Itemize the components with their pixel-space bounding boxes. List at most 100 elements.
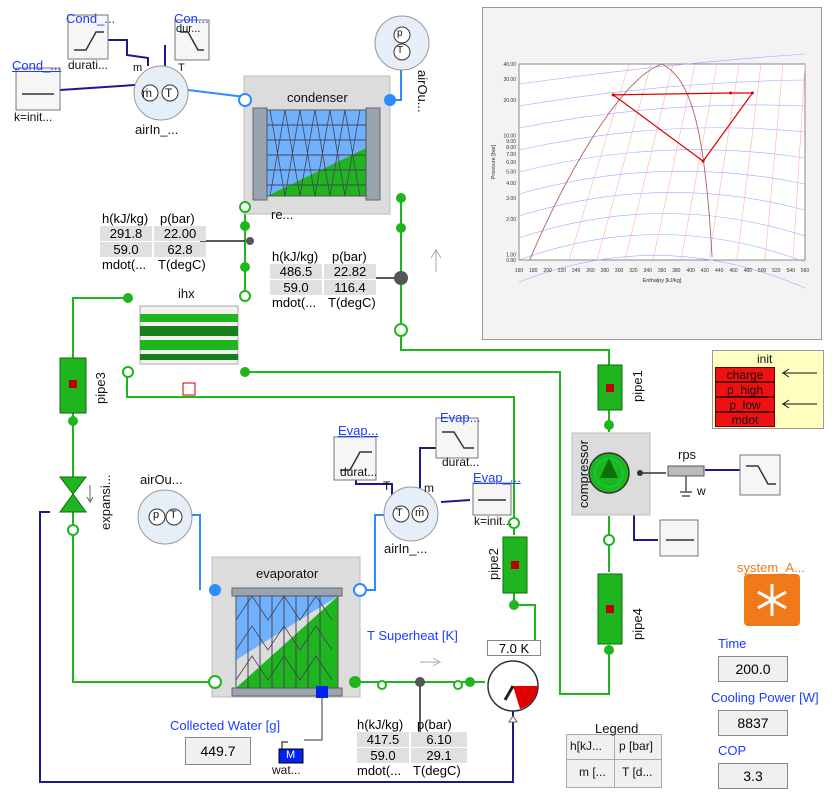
ports bbox=[67, 93, 615, 690]
readout-3-mdot-label: mdot(... bbox=[357, 763, 402, 778]
expansion-valve[interactable] bbox=[58, 476, 94, 513]
condenser-block[interactable] bbox=[243, 75, 391, 215]
chart-isoline bbox=[518, 234, 806, 263]
chart-x-tick-label: 480 bbox=[744, 268, 753, 274]
ihx-block[interactable] bbox=[139, 305, 239, 365]
chart-y-tick-label: 4.00 bbox=[506, 181, 516, 187]
cooling-power-value: 8837 bbox=[718, 710, 788, 736]
readout-1-t: 62.8 bbox=[154, 242, 206, 257]
chart-isotherm bbox=[624, 63, 674, 261]
superheat-value: 7.0 K bbox=[487, 640, 541, 656]
chart-x-tick-label: 220 bbox=[558, 268, 567, 274]
readout-3-h-label: h(kJ/kg) bbox=[357, 717, 404, 732]
chart-isoline bbox=[518, 170, 806, 195]
chart-x-tick-label: 160 bbox=[515, 268, 524, 274]
t-icon-2: T bbox=[397, 45, 404, 56]
cond3-source-sub: dur... bbox=[176, 23, 201, 35]
chart-x-tick-label: 460 bbox=[729, 268, 738, 274]
evap3-source-label: Evap_... bbox=[473, 470, 521, 485]
compressor-block[interactable] bbox=[571, 432, 705, 516]
superheat-label: T Superheat [K] bbox=[367, 628, 458, 643]
chart-cycle-point bbox=[701, 159, 705, 163]
chart-y-tick-label: 8.00 bbox=[506, 145, 516, 151]
readout-1-mdot: 59.0 bbox=[100, 242, 152, 257]
evaporator-block[interactable] bbox=[211, 556, 361, 698]
init-title: init bbox=[757, 352, 773, 366]
readout-3-p: 6.10 bbox=[411, 732, 467, 747]
water-icon-label: M bbox=[286, 749, 296, 761]
legend-m: m [... bbox=[579, 765, 606, 779]
collected-water-value: 449.7 bbox=[185, 737, 251, 765]
ramp-glyphs bbox=[22, 31, 776, 541]
chart-y-tick-label: 9.00 bbox=[506, 139, 516, 145]
t-icon-4: T bbox=[170, 509, 177, 521]
pipe2-label: pipe2 bbox=[486, 548, 501, 580]
t-icon: T bbox=[165, 86, 173, 100]
evap3-source-sub: k=init... bbox=[474, 514, 513, 528]
pipe4-label: pipe4 bbox=[630, 608, 645, 640]
chart-y-tick-label: 10.00 bbox=[503, 134, 516, 140]
flow-arrow-right bbox=[420, 657, 442, 667]
chart-x-tick-label: 540 bbox=[787, 268, 796, 274]
pipe1-label: pipe1 bbox=[630, 370, 645, 402]
init-row-p-high: p_high bbox=[715, 382, 775, 397]
init-row-mdot: mdot bbox=[715, 412, 775, 427]
compressor-label: compressor bbox=[576, 440, 591, 508]
readout-1-h: 291.8 bbox=[100, 226, 152, 241]
chart-isoline bbox=[518, 127, 806, 151]
pipe-blocks[interactable] bbox=[59, 357, 623, 645]
port-t-label-2: T bbox=[383, 479, 391, 493]
chart-x-tick-label: 420 bbox=[701, 268, 710, 274]
chart-x-tick-label: 400 bbox=[686, 268, 695, 274]
cond1-source-sub: k=init... bbox=[14, 110, 53, 124]
init-block[interactable]: init charge p_high p_low mdot bbox=[712, 350, 824, 429]
chart-isotherm bbox=[596, 63, 652, 261]
chart-isotherm bbox=[680, 63, 718, 261]
ramp-blocks[interactable] bbox=[15, 14, 781, 557]
chart-isoline bbox=[518, 53, 806, 85]
collected-water-label: Collected Water [g] bbox=[170, 718, 281, 733]
chart-x-tick-label: 440 bbox=[715, 268, 724, 274]
system-label: system_A... bbox=[737, 560, 805, 575]
cond2-source-label: Cond_... bbox=[66, 11, 116, 26]
chart-cycle-point bbox=[611, 93, 615, 97]
readout-3-h: 417.5 bbox=[357, 732, 409, 747]
readout-1-p-label: p(bar) bbox=[160, 211, 195, 226]
readout-2-t: 116.4 bbox=[324, 280, 376, 295]
cop-value: 3.3 bbox=[718, 763, 788, 789]
chart-x-tick-label: 320 bbox=[629, 268, 638, 274]
cond2-source-sub: durati... bbox=[68, 58, 109, 72]
superheat-gauge bbox=[487, 660, 539, 723]
time-value: 200.0 bbox=[718, 656, 788, 682]
readout-1-mdot-label: mdot(... bbox=[102, 257, 147, 272]
condenser-label: condenser bbox=[287, 90, 348, 105]
condenser-sub-label: re... bbox=[271, 207, 294, 222]
init-row-p-low: p_low bbox=[715, 397, 775, 412]
evap2-source-sub: durat... bbox=[442, 455, 480, 469]
air-boundary-icons[interactable] bbox=[133, 15, 439, 545]
chart-isoline bbox=[518, 255, 806, 289]
ihx-label: ihx bbox=[178, 286, 195, 301]
chart-x-tick-label: 280 bbox=[601, 268, 610, 274]
readout-3-p-label: p(bar) bbox=[417, 717, 452, 732]
mdot-icon-2: ṁ bbox=[415, 507, 425, 519]
chart-x-tick-label: 260 bbox=[586, 268, 595, 274]
chart-y-tick-label: 1.00 bbox=[506, 253, 516, 259]
port-t-label: T bbox=[178, 62, 185, 74]
chart-cycle-point bbox=[750, 91, 754, 95]
chart-x-tick-label: 520 bbox=[772, 268, 781, 274]
init-arrows-icon bbox=[781, 368, 817, 409]
water-collector[interactable] bbox=[278, 697, 323, 764]
chart-y-tick-label: 30.00 bbox=[503, 77, 516, 83]
cond1-source-label: Cond_... bbox=[12, 58, 62, 73]
chart-x-tick-label: 500 bbox=[758, 268, 767, 274]
chart-x-tick-label: 560 bbox=[801, 268, 810, 274]
chart-cycle-point bbox=[729, 91, 733, 95]
legend-p: p [bar] bbox=[619, 739, 654, 753]
readout-2-h-label: h(kJ/kg) bbox=[272, 249, 319, 264]
evap2-source-label: Evap... bbox=[440, 410, 481, 425]
chart-x-tick-label: 380 bbox=[672, 268, 681, 274]
